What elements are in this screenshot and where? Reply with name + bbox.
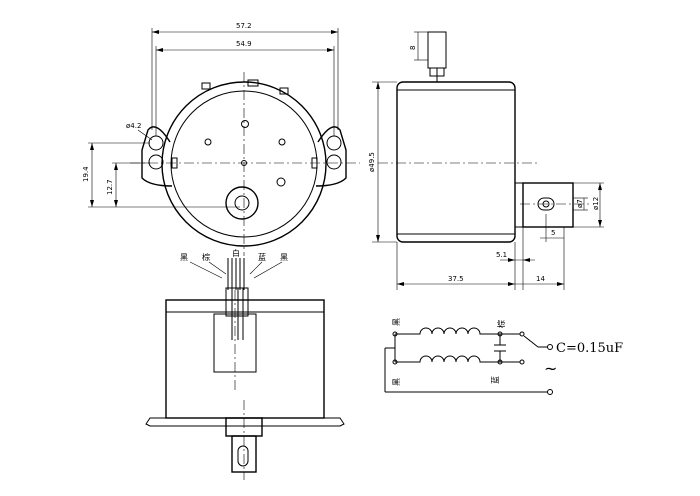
wire-label-4: 蓝 — [258, 252, 266, 262]
dim-hole-spacing: 54.9 — [236, 40, 252, 48]
dim-offset: 5.1 — [496, 251, 507, 259]
dim-boss: 14 — [536, 275, 545, 283]
dim-body-dia: ø49.5 — [368, 152, 376, 172]
ac-symbol: ~ — [544, 359, 557, 378]
wire-label-1: 黑 — [180, 253, 188, 262]
dim-height-outer: 19.4 — [82, 166, 90, 182]
dim-hole-dia: ø4.2 — [126, 122, 141, 130]
coil-label-top: 黑 — [392, 318, 401, 326]
wiring-diagram: 黑 黑 棕 蓝 C=0.15uF ~ — [384, 318, 623, 395]
dim-boss-dia: ø12 — [592, 197, 600, 210]
front-view: 57.2 54.9 ø4.2 19.4 12.7 — [82, 22, 360, 256]
dim-shaft-length: 8 — [409, 46, 417, 50]
dim-step: 5 — [551, 229, 555, 237]
dim-shaft-dia: ø7 — [576, 199, 584, 208]
coil-label-top-right: 棕 — [496, 320, 506, 328]
dim-overall-width: 57.2 — [236, 22, 252, 30]
bottom-view: 黑 棕 白 蓝 黑 — [145, 248, 345, 480]
coil-label-bottom: 黑 — [392, 378, 401, 386]
coil-label-bottom-right: 蓝 — [490, 376, 500, 384]
side-view: 8 ø49.5 ø7 ø12 5 — [368, 31, 604, 290]
wire-label-3: 白 — [232, 248, 240, 258]
capacitor-label: C=0.15uF — [556, 341, 623, 356]
dim-depth: 37.5 — [448, 275, 464, 283]
dim-height-inner: 12.7 — [106, 179, 114, 195]
wire-label-2: 棕 — [202, 252, 210, 262]
wire-label-5: 黑 — [280, 253, 288, 262]
